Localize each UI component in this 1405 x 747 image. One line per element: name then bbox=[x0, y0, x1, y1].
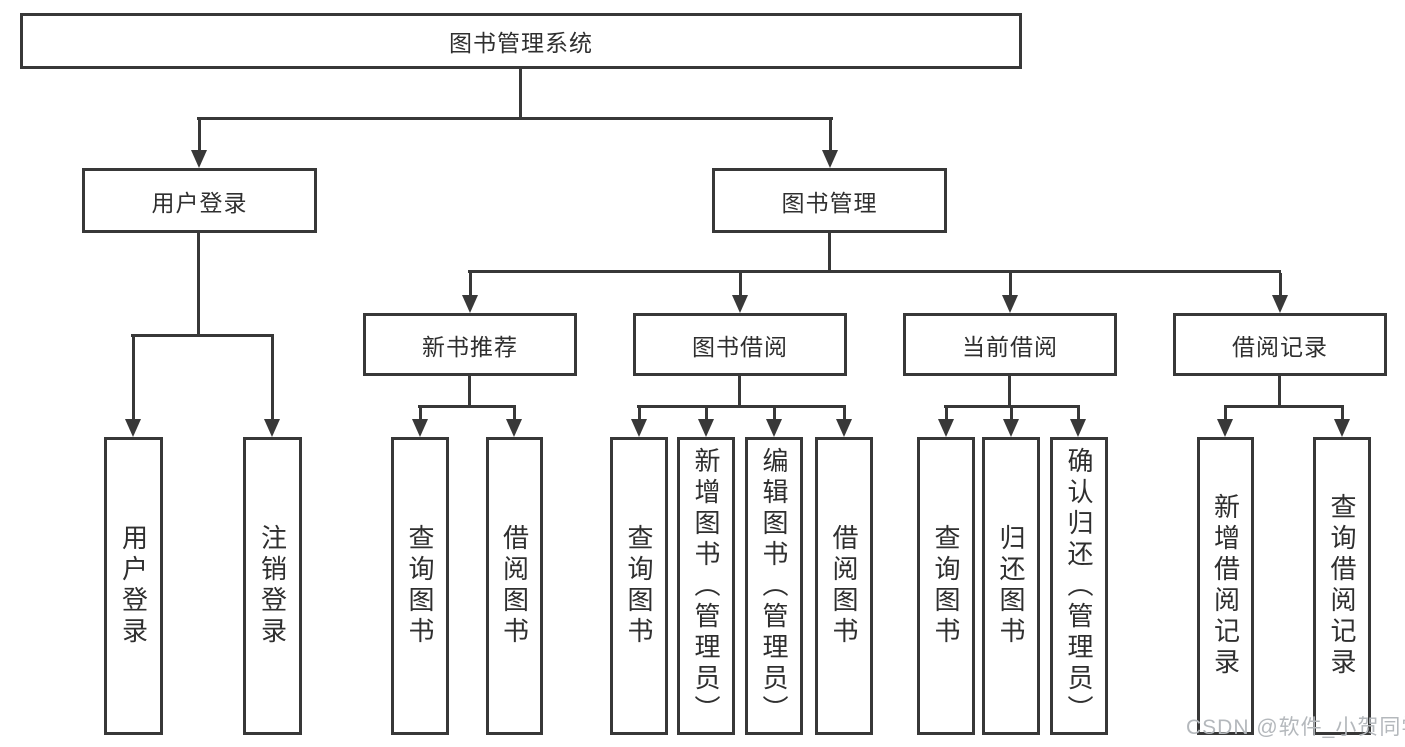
connector-current-children-rail bbox=[944, 405, 1080, 408]
node-book-borrow-label: 图书借阅 bbox=[692, 333, 788, 360]
leaf-recommend-query-books-label: 查询图书 bbox=[405, 524, 435, 648]
leaf-current-query-books-label: 查询图书 bbox=[931, 524, 961, 648]
arrow-to-book-borrow bbox=[732, 273, 748, 313]
connector-borrow-stem bbox=[738, 375, 741, 408]
node-new-book-recommend-label: 新书推荐 bbox=[422, 333, 518, 360]
arrow-to-new-book-recommend bbox=[462, 273, 478, 313]
connector-user-children-rail bbox=[131, 334, 274, 337]
arrow-to-recommend-borrow bbox=[506, 408, 522, 437]
node-book-management-label: 图书管理 bbox=[781, 189, 878, 216]
connector-records-stem bbox=[1278, 375, 1281, 408]
node-borrow-records-label: 借阅记录 bbox=[1232, 333, 1328, 360]
connector-level2-rail bbox=[197, 117, 833, 120]
leaf-borrow-edit-books-admin: 编辑图书（管理员） bbox=[745, 437, 803, 735]
leaf-user-logout: 注销登录 bbox=[243, 437, 302, 735]
leaf-borrow-borrow-books-label: 借阅图书 bbox=[829, 524, 859, 648]
leaf-user-logout-label: 注销登录 bbox=[257, 524, 288, 648]
arrow-to-borrow-edit bbox=[766, 408, 782, 437]
connector-user-stem bbox=[197, 232, 200, 336]
arrow-to-current-borrow bbox=[1002, 273, 1018, 313]
arrow-to-current-confirm bbox=[1070, 408, 1086, 437]
csdn-watermark: CSDN @软件_小贺同学 bbox=[1186, 716, 1405, 739]
arrow-to-current-query bbox=[938, 408, 954, 437]
connector-recommend-children-rail bbox=[418, 405, 516, 408]
leaf-borrow-borrow-books: 借阅图书 bbox=[815, 437, 873, 735]
node-root-label: 图书管理系统 bbox=[449, 30, 593, 56]
leaf-records-query-record: 查询借阅记录 bbox=[1313, 437, 1371, 735]
leaf-recommend-query-books: 查询图书 bbox=[391, 437, 449, 735]
leaf-records-add-record-label: 新增借阅记录 bbox=[1210, 493, 1241, 679]
arrow-to-book-management bbox=[822, 120, 838, 168]
leaf-current-query-books: 查询图书 bbox=[917, 437, 975, 735]
leaf-recommend-borrow-books-label: 借阅图书 bbox=[499, 524, 530, 648]
arrow-to-borrow-query bbox=[631, 408, 647, 437]
leaf-current-return-books-label: 归还图书 bbox=[996, 524, 1026, 648]
leaf-user-login: 用户登录 bbox=[104, 437, 163, 735]
connector-borrow-children-rail bbox=[637, 405, 846, 408]
arrow-to-records-query bbox=[1334, 408, 1350, 437]
arrow-to-borrow-borrow bbox=[836, 408, 852, 437]
leaf-recommend-borrow-books: 借阅图书 bbox=[486, 437, 543, 735]
node-user-login-label: 用户登录 bbox=[151, 189, 248, 216]
leaf-borrow-edit-books-admin-label: 编辑图书（管理员） bbox=[759, 446, 789, 726]
arrow-to-leaf-user-login bbox=[125, 337, 141, 437]
node-current-borrow: 当前借阅 bbox=[903, 313, 1117, 376]
leaf-current-confirm-return-admin-label: 确认归还（管理员） bbox=[1064, 446, 1094, 726]
leaf-borrow-add-books-admin-label: 新增图书（管理员） bbox=[691, 446, 721, 726]
arrow-to-borrow-records bbox=[1272, 273, 1288, 313]
connector-records-children-rail bbox=[1224, 405, 1344, 408]
leaf-borrow-query-books: 查询图书 bbox=[610, 437, 668, 735]
node-borrow-records: 借阅记录 bbox=[1173, 313, 1387, 376]
connector-root-stem bbox=[519, 69, 522, 120]
leaf-current-return-books: 归还图书 bbox=[982, 437, 1040, 735]
arrow-to-current-return bbox=[1003, 408, 1019, 437]
connector-level3-rail bbox=[468, 270, 1281, 273]
node-root: 图书管理系统 bbox=[20, 13, 1022, 69]
leaf-current-confirm-return-admin: 确认归还（管理员） bbox=[1050, 437, 1108, 735]
node-book-management: 图书管理 bbox=[712, 168, 947, 233]
arrow-to-records-add bbox=[1217, 408, 1233, 437]
arrow-to-leaf-user-logout bbox=[264, 337, 280, 437]
arrow-to-borrow-add bbox=[698, 408, 714, 437]
leaf-borrow-add-books-admin: 新增图书（管理员） bbox=[677, 437, 735, 735]
connector-books-stem bbox=[828, 232, 831, 273]
leaf-borrow-query-books-label: 查询图书 bbox=[624, 524, 654, 648]
connector-current-stem bbox=[1008, 375, 1011, 408]
leaf-records-query-record-label: 查询借阅记录 bbox=[1327, 493, 1357, 679]
node-current-borrow-label: 当前借阅 bbox=[962, 333, 1058, 360]
node-book-borrow: 图书借阅 bbox=[633, 313, 847, 376]
leaf-records-add-record: 新增借阅记录 bbox=[1197, 437, 1254, 735]
node-user-login: 用户登录 bbox=[82, 168, 317, 233]
arrow-to-user-login bbox=[191, 120, 207, 168]
connector-recommend-stem bbox=[468, 375, 471, 408]
leaf-user-login-label: 用户登录 bbox=[118, 524, 149, 648]
node-new-book-recommend: 新书推荐 bbox=[363, 313, 577, 376]
arrow-to-recommend-query bbox=[412, 408, 428, 437]
